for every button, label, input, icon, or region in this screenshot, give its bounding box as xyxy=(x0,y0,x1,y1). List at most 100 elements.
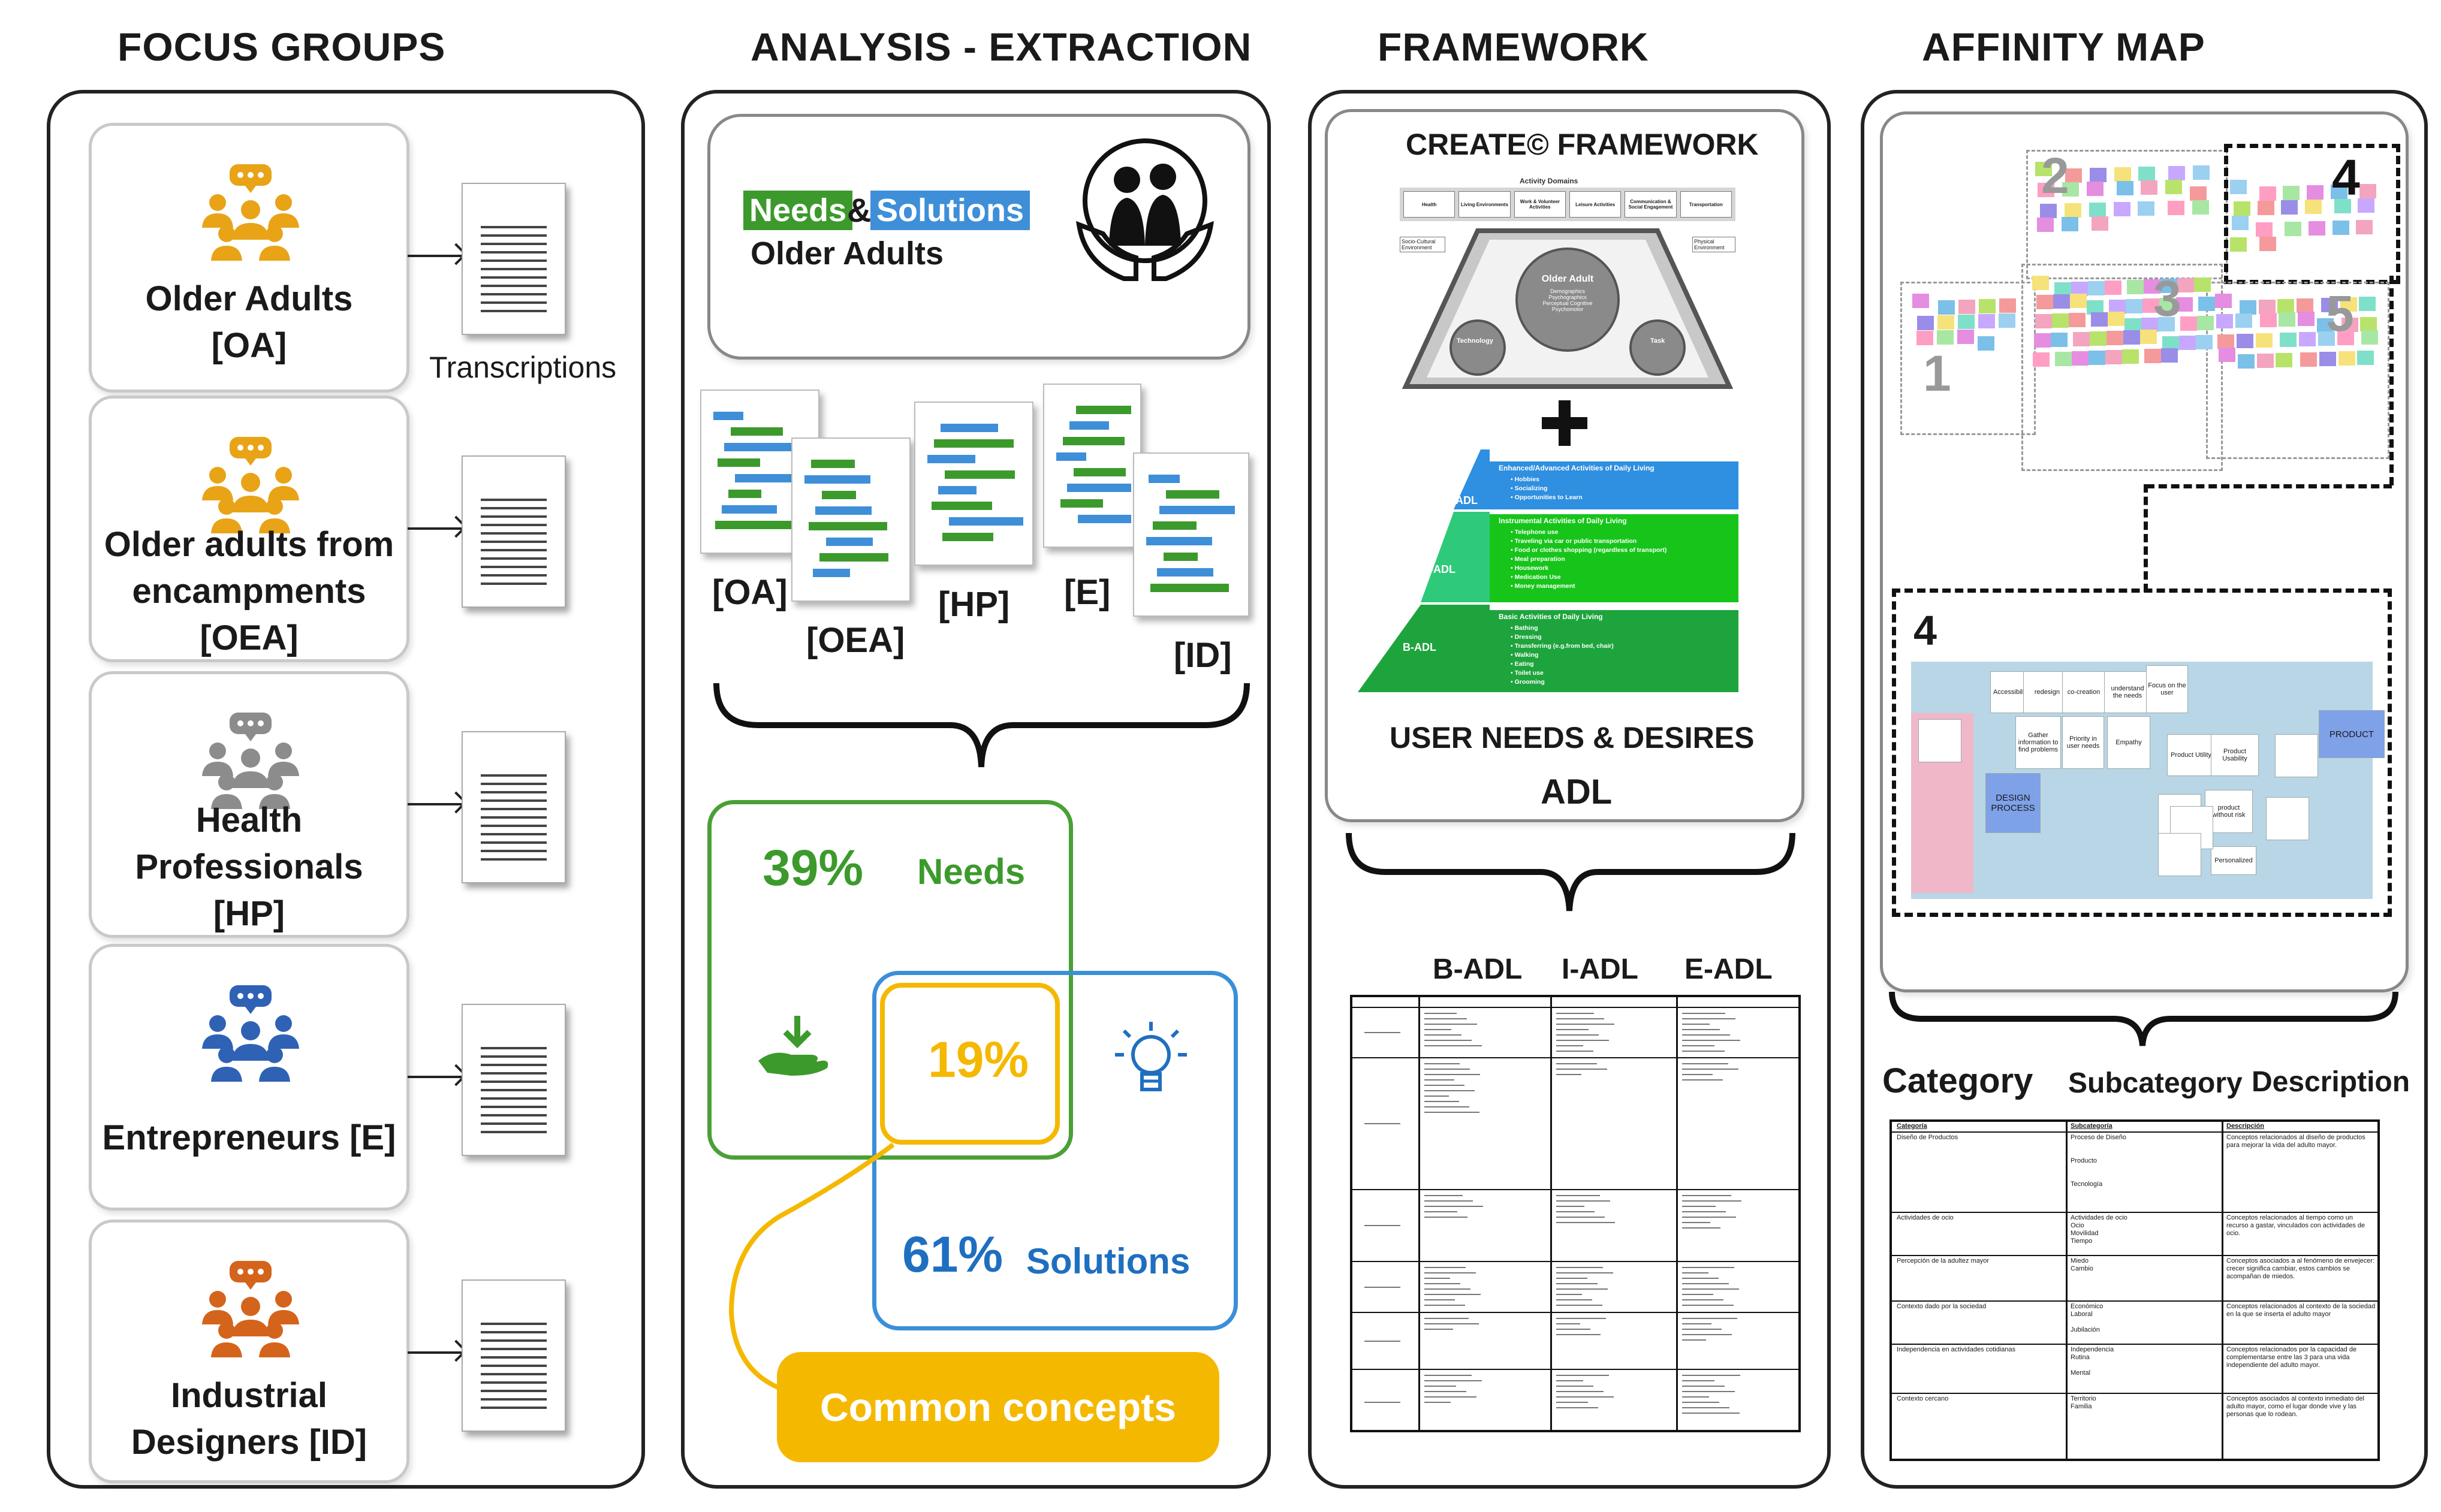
cat-row-line xyxy=(1892,1344,2377,1345)
people-group-icon xyxy=(202,1261,299,1357)
table-text-line xyxy=(1424,1045,1482,1046)
highlight-bar xyxy=(819,553,888,562)
sticky-note xyxy=(2358,198,2375,213)
table-text-line xyxy=(1556,1323,1580,1324)
cat-cell-description: Conceptos relacionados al tiempo como un… xyxy=(2226,1214,2367,1237)
sticky-note xyxy=(1978,336,1994,351)
adl-pyramid-shape xyxy=(1358,449,1738,692)
adl-item: • Toilet use xyxy=(1511,669,1544,677)
table-row-label xyxy=(1364,1225,1400,1226)
sticky-note xyxy=(2341,318,2358,332)
ampersand: & xyxy=(847,191,872,229)
table-text-line xyxy=(1682,1380,1714,1381)
table-text-line xyxy=(1556,1386,1593,1387)
solutions-circle xyxy=(872,971,1238,1330)
needs-tag: Needs xyxy=(743,191,853,230)
sticky-note xyxy=(2180,316,2197,331)
sticky-note xyxy=(2070,294,2087,308)
table-text-line xyxy=(1682,1045,1714,1046)
table-text-line xyxy=(1682,1013,1725,1014)
sticky-note xyxy=(2190,186,2207,201)
needs-circle xyxy=(707,800,1073,1160)
sticky-note xyxy=(2159,298,2176,312)
sticky-note xyxy=(2237,354,2255,369)
adl-item: • Meal preparation xyxy=(1511,556,1565,563)
sticky-note xyxy=(2217,334,2234,349)
table-text-line xyxy=(1424,1323,1479,1324)
extraction-sheet xyxy=(791,437,911,602)
text-line xyxy=(481,1106,547,1108)
sticky-note xyxy=(2144,349,2161,363)
zoomed-sticky-note: Priority in user needs xyxy=(2062,716,2104,769)
zoomed-sticky-note: Personalized xyxy=(2211,846,2256,875)
highlight-bar xyxy=(1149,475,1180,483)
arrow-to-transcription xyxy=(408,1076,462,1078)
text-line xyxy=(481,1072,547,1075)
sticky-note xyxy=(2179,336,2196,350)
extraction-sheet xyxy=(914,402,1033,566)
focus-group-label-line: Designers [ID] xyxy=(131,1423,367,1462)
sticky-note xyxy=(2065,168,2082,183)
text-line xyxy=(481,799,547,802)
sticky-note xyxy=(1958,315,1975,329)
zoom-connector-v2 xyxy=(2144,484,2148,592)
sticky-note xyxy=(2256,354,2274,368)
sticky-note xyxy=(1958,300,1975,314)
highlight-bar xyxy=(804,475,870,484)
highlight-bar xyxy=(949,517,1023,526)
table-text-line xyxy=(1424,1101,1459,1102)
activity-domain-box: Work & Volunteer Activities xyxy=(1514,191,1566,218)
adl-title: Enhanced/Advanced Activities of Daily Li… xyxy=(1499,464,1655,472)
solutions-venn-label: Solutions xyxy=(1026,1241,1191,1281)
cat-cell-description: Conceptos relacionados al contexto de la… xyxy=(2226,1303,2377,1318)
sticky-note xyxy=(2277,299,2295,313)
people-group-icon xyxy=(202,713,299,809)
table-row-label xyxy=(1364,1340,1400,1342)
sticky-note xyxy=(2361,330,2379,345)
focus-group-label-line: encampments xyxy=(132,572,366,611)
sticky-note xyxy=(2321,298,2338,312)
receive-hand-icon xyxy=(758,1016,828,1076)
adl-table xyxy=(1350,995,1801,1432)
table-text-line xyxy=(1556,1375,1609,1376)
table-text-line xyxy=(1556,1195,1600,1196)
sticky-note xyxy=(2089,168,2107,182)
focus-group-label-line: Older adults from xyxy=(104,525,394,564)
table-text-line xyxy=(1682,1272,1708,1273)
table-text-line xyxy=(1556,1272,1613,1273)
sticky-note xyxy=(2072,351,2089,366)
framework-heading: FRAMEWORK xyxy=(1378,25,1649,69)
highlight-bar xyxy=(927,455,975,463)
table-text-line xyxy=(1556,1069,1607,1070)
table-text-line xyxy=(1682,1402,1719,1403)
needs-solutions-box xyxy=(707,114,1250,360)
text-line xyxy=(481,532,547,535)
sticky-note xyxy=(2113,202,2130,216)
sticky-note xyxy=(2319,352,2336,366)
table-row-label xyxy=(1364,1123,1400,1124)
text-line xyxy=(481,1081,547,1083)
table-text-line xyxy=(1682,1195,1731,1196)
table-text-line xyxy=(1682,1396,1709,1398)
table-text-line xyxy=(1424,1391,1466,1392)
zoomed-sticky-note: understand the needs xyxy=(2104,671,2151,713)
transcription-document xyxy=(462,1279,566,1432)
text-line xyxy=(481,774,547,777)
table-text-line xyxy=(1424,1085,1464,1086)
common-concepts-connector xyxy=(728,1142,895,1399)
table-text-line xyxy=(1424,1195,1463,1196)
sticky-note xyxy=(2318,331,2335,346)
table-text-line xyxy=(1682,1386,1725,1387)
text-line xyxy=(481,1407,547,1409)
table-text-line xyxy=(1424,1278,1450,1279)
table-text-line xyxy=(1556,1294,1582,1295)
cat-cell-subcategory: Territorio Familia xyxy=(2071,1395,2096,1410)
cat-cell-subcategory: Independencia Rutina Mental xyxy=(2071,1346,2114,1377)
sticky-note xyxy=(2340,297,2357,312)
document-label: [ID] xyxy=(1174,636,1232,675)
cat-cell-category: Contexto dado por la sociedad xyxy=(1897,1303,1987,1310)
